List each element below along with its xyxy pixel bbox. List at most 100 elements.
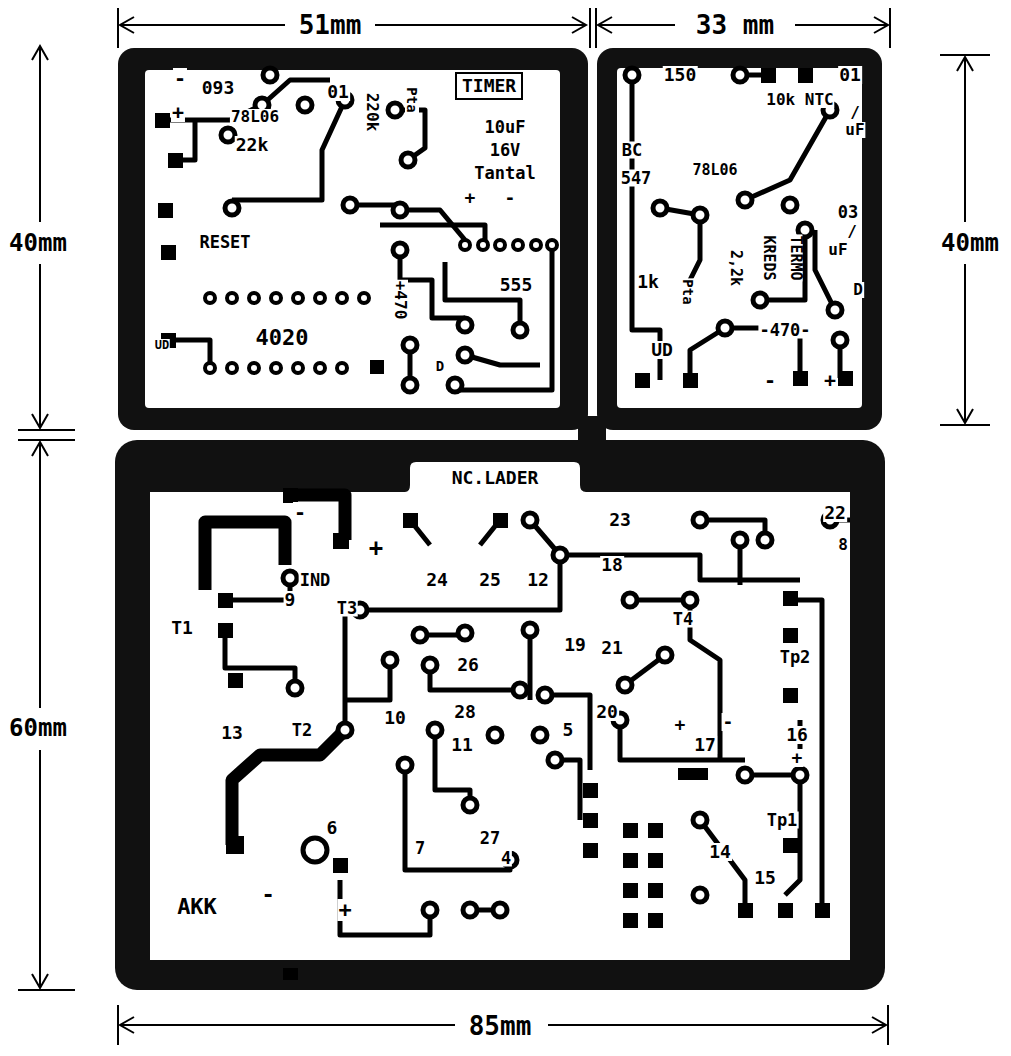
ic-pin	[293, 293, 303, 303]
board-outline	[145, 70, 560, 408]
copper-trace	[400, 250, 465, 318]
part-label: NC.LADER	[451, 469, 540, 487]
copper-trace	[690, 600, 720, 760]
copper-trace	[785, 775, 800, 895]
part-label: TERMO	[788, 234, 803, 281]
copper-trace	[560, 555, 800, 580]
part-label: /	[849, 105, 861, 121]
part-label: 11	[450, 736, 474, 754]
part-label: 10	[383, 709, 407, 727]
ic-pin	[315, 293, 325, 303]
square-pad	[283, 488, 298, 503]
copper-trace	[465, 355, 540, 365]
ic-pin	[337, 293, 347, 303]
part-label: -	[763, 370, 777, 390]
square-pad	[155, 68, 853, 980]
label-box: TIMER	[455, 72, 523, 100]
part-label: Pta	[405, 86, 419, 113]
square-pad	[683, 373, 698, 388]
round-pad	[388, 103, 402, 117]
square-pad	[161, 245, 176, 260]
part-label: uF	[827, 242, 848, 258]
board-outline	[150, 462, 850, 960]
part-label: 20	[595, 703, 619, 721]
square-pad	[678, 768, 708, 780]
copper-trace	[790, 600, 822, 910]
dimension-label: 33 mm	[695, 12, 775, 38]
round-pad	[288, 681, 302, 695]
part-label: 5	[562, 721, 575, 739]
dimension-arrow	[18, 430, 75, 990]
square-pad	[623, 823, 638, 838]
part-label: 18	[600, 556, 624, 574]
square-pad	[648, 853, 663, 868]
round-pad	[393, 203, 407, 217]
round-pad	[538, 688, 552, 702]
round-pad	[738, 193, 752, 207]
part-label: -	[722, 713, 735, 731]
part-label: 13	[220, 724, 244, 742]
ic-pin	[315, 363, 325, 373]
round-pad	[225, 201, 239, 215]
ic-pin	[337, 363, 347, 373]
dimension-arrow	[118, 8, 890, 48]
square-pad	[783, 591, 798, 606]
part-label: UD	[154, 339, 170, 351]
part-label: Tp1	[766, 812, 799, 829]
round-pad	[513, 683, 527, 697]
ic-pin	[227, 293, 237, 303]
part-label: 14	[708, 843, 732, 861]
round-pad	[283, 571, 297, 585]
copper-trace	[632, 75, 660, 380]
part-label: 547	[620, 170, 653, 187]
copper-trace	[360, 555, 560, 610]
board-outline	[115, 48, 885, 990]
part-label: Tp2	[779, 649, 812, 666]
part-label: 25	[478, 571, 502, 589]
round-pad	[548, 753, 562, 767]
round-pad	[458, 626, 472, 640]
round-pad	[488, 728, 502, 742]
part-label: 16	[785, 726, 809, 744]
part-label: 10uF	[484, 119, 527, 136]
square-pad	[218, 623, 233, 638]
round-pad	[793, 768, 807, 782]
part-label: 1k	[636, 273, 660, 291]
square-pad	[283, 968, 298, 980]
square-pad	[783, 628, 798, 643]
part-label: 2,2k	[728, 249, 743, 287]
part-label: 10k NTC	[765, 92, 834, 108]
board-outline	[115, 440, 885, 990]
ic-pin	[249, 293, 259, 303]
round-pad	[463, 798, 477, 812]
square-pad	[158, 203, 173, 218]
part-label: -	[260, 884, 275, 906]
ic-pin	[495, 240, 505, 250]
round-pad	[758, 533, 772, 547]
copper-trace	[445, 262, 520, 330]
square-pad	[228, 673, 243, 688]
round-pad	[403, 378, 417, 392]
round-pad	[733, 533, 747, 547]
part-label: 27	[479, 830, 501, 847]
round-pad	[693, 513, 707, 527]
part-label: 23	[608, 511, 632, 529]
round-pad	[828, 303, 842, 317]
square-pad	[623, 853, 638, 868]
square-pad	[793, 371, 808, 386]
round-pad	[343, 198, 357, 212]
part-label: -	[293, 502, 307, 522]
part-label: 19	[563, 636, 587, 654]
round-pad	[693, 888, 707, 902]
square-pad	[635, 373, 650, 388]
round-pad	[298, 98, 312, 112]
part-label: T1	[170, 619, 194, 637]
part-label: 16V	[489, 142, 522, 159]
part-label: 78L06	[691, 163, 738, 178]
round-pad	[658, 648, 672, 662]
part-label: +	[791, 749, 804, 767]
round-pad	[413, 628, 427, 642]
part-label: 4020	[255, 327, 310, 349]
square-pad	[583, 843, 598, 858]
round-pad	[393, 243, 407, 257]
